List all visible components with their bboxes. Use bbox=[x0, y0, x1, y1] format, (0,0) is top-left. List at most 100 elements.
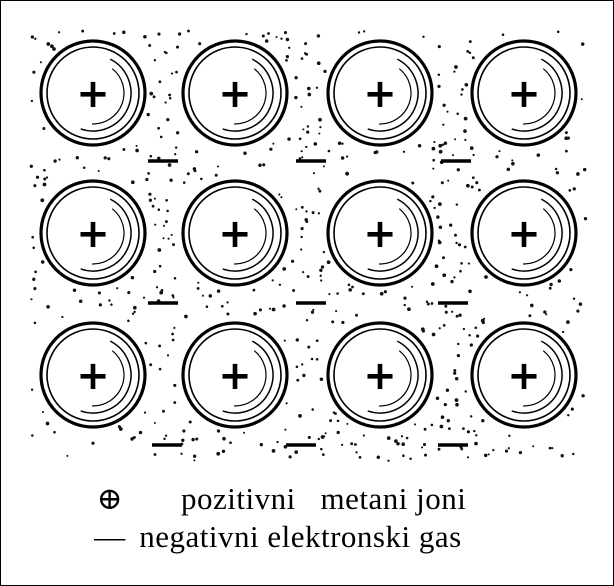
electron-dot bbox=[469, 415, 473, 418]
electron-dot bbox=[437, 239, 441, 242]
electron-dot bbox=[184, 314, 188, 319]
electron-dot bbox=[151, 204, 155, 208]
electron-dot bbox=[345, 171, 349, 176]
electron-dot bbox=[413, 423, 417, 426]
electron-dot bbox=[130, 275, 135, 280]
positive-ion-symbol: ⊕ bbox=[96, 481, 124, 516]
electron-dot bbox=[433, 141, 436, 144]
electron-dot bbox=[290, 259, 295, 263]
electron-dot bbox=[285, 59, 288, 62]
electron-dot bbox=[97, 169, 100, 173]
electron-dot bbox=[45, 176, 49, 179]
electron-dot bbox=[301, 156, 304, 159]
electron-dot bbox=[327, 149, 331, 153]
electron-dot bbox=[430, 423, 434, 427]
electron-dot bbox=[300, 150, 303, 153]
electron-dot bbox=[446, 419, 450, 423]
electron-dot bbox=[155, 286, 159, 289]
plus-sign: + bbox=[218, 353, 252, 399]
electron-dot bbox=[149, 363, 153, 367]
electron-dot bbox=[153, 269, 157, 274]
positive-ion: + bbox=[181, 179, 289, 287]
electron-dot bbox=[171, 332, 174, 336]
electron-dot bbox=[341, 443, 344, 446]
electron-dot bbox=[32, 277, 36, 281]
electron-dot bbox=[471, 56, 475, 60]
electron-dot bbox=[464, 138, 467, 142]
electron-dot bbox=[122, 30, 126, 35]
electron-dot bbox=[272, 142, 275, 145]
electron-dot bbox=[107, 157, 111, 161]
electron-dot bbox=[474, 326, 478, 330]
electron-dot bbox=[283, 339, 286, 342]
electron-dot bbox=[529, 303, 534, 308]
electron-dot bbox=[166, 117, 170, 122]
electron-dot bbox=[135, 148, 139, 153]
electron-dot bbox=[313, 142, 318, 146]
electron-dot bbox=[317, 437, 321, 441]
electron-dot bbox=[216, 165, 220, 168]
electron-dot bbox=[302, 128, 305, 131]
electron-dot bbox=[335, 310, 338, 313]
electron-dot bbox=[152, 95, 156, 99]
electron-dot bbox=[315, 86, 319, 89]
electron-dot bbox=[454, 377, 459, 381]
electron-dot bbox=[580, 98, 583, 101]
electron-dot bbox=[350, 442, 354, 446]
electron-dot bbox=[580, 42, 585, 46]
electron-dot bbox=[322, 250, 326, 254]
electron-dot bbox=[355, 313, 358, 317]
electron-dot bbox=[103, 156, 107, 160]
electron-dot bbox=[570, 407, 574, 411]
electron-dot bbox=[310, 357, 314, 361]
positive-ion: + bbox=[326, 321, 434, 429]
electron-dot bbox=[459, 269, 462, 273]
electron-dot bbox=[473, 429, 476, 433]
electron-dot bbox=[177, 32, 182, 36]
electron-dot bbox=[320, 435, 325, 439]
electron-dot bbox=[280, 196, 283, 199]
electron-dot bbox=[326, 260, 331, 265]
electron-dot bbox=[276, 440, 279, 444]
electron-dot bbox=[525, 294, 529, 297]
electron-dot bbox=[258, 308, 262, 312]
electron-dot bbox=[182, 429, 186, 433]
positive-ion: + bbox=[39, 321, 147, 429]
electron-dot bbox=[572, 297, 576, 300]
electron-dot bbox=[449, 223, 453, 227]
electron-dot bbox=[226, 312, 230, 316]
electron-dot bbox=[423, 427, 427, 431]
electron-dot bbox=[61, 315, 64, 319]
electron-dot bbox=[271, 307, 276, 312]
electron-dot bbox=[288, 46, 291, 49]
electron-dot bbox=[143, 411, 147, 414]
electron-dot bbox=[320, 279, 323, 282]
electron-dot bbox=[46, 305, 50, 309]
electron-dot bbox=[159, 135, 163, 139]
electron-dot bbox=[454, 65, 458, 69]
electron-dot bbox=[567, 413, 570, 417]
electron-dot bbox=[336, 419, 340, 423]
electron-dot bbox=[320, 447, 323, 451]
electron-dot bbox=[411, 181, 415, 185]
electron-dot bbox=[302, 373, 306, 378]
electron-dot bbox=[157, 156, 161, 161]
electron-dot bbox=[35, 175, 40, 179]
electron-dot bbox=[278, 283, 282, 286]
electron-dot bbox=[319, 268, 323, 273]
electron-dot bbox=[431, 146, 436, 151]
electron-dot bbox=[463, 245, 467, 249]
electron-dot bbox=[158, 367, 162, 371]
electron-dot bbox=[43, 168, 46, 172]
electron-dot bbox=[578, 302, 583, 306]
electron-dot bbox=[551, 446, 554, 450]
electron-dot bbox=[162, 409, 165, 413]
electron-dot bbox=[142, 296, 146, 299]
electron-dot bbox=[319, 377, 324, 381]
electron-dot bbox=[576, 309, 580, 313]
plus-sign: + bbox=[76, 71, 110, 117]
electron-dot bbox=[175, 45, 180, 49]
electron-dot bbox=[431, 332, 436, 337]
electron-dot bbox=[518, 291, 522, 294]
